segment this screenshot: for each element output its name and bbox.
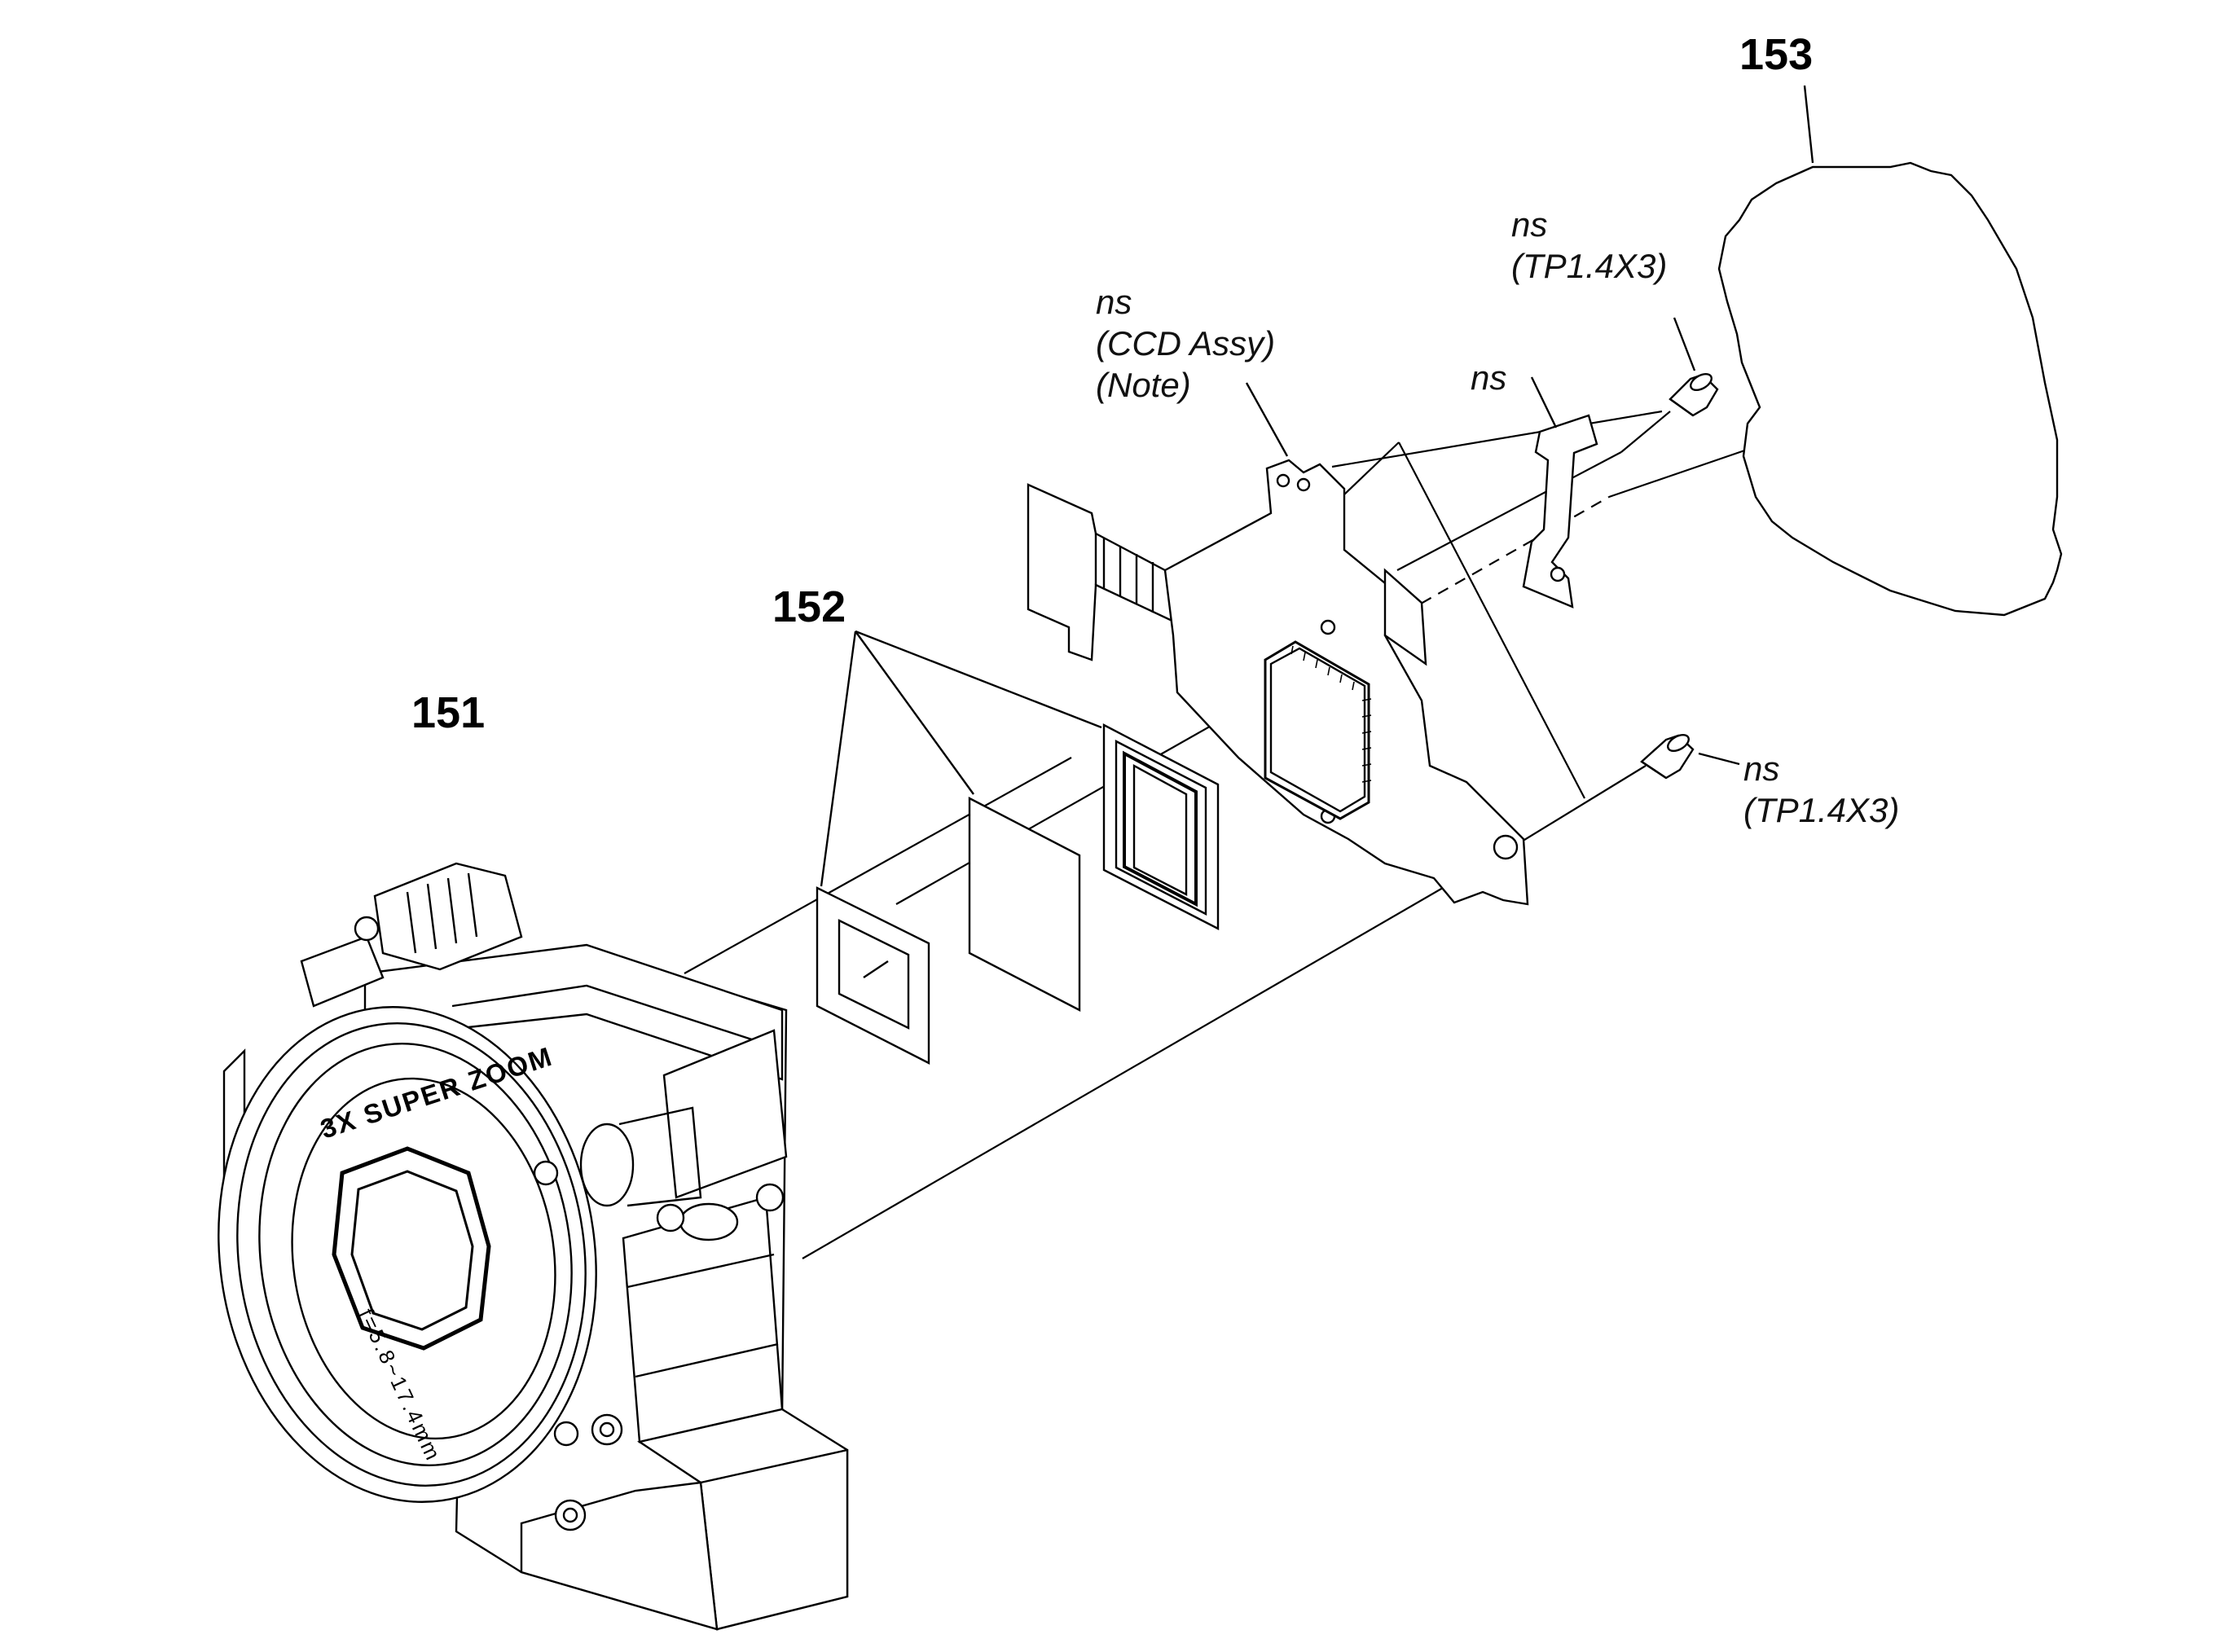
screw-bottom-label: ns (TP1.4X3) xyxy=(1743,748,1899,831)
screw-top-spec-text: (TP1.4X3) xyxy=(1511,247,1668,286)
seal-sheet-153 xyxy=(1719,86,2061,615)
ccd-name-text: (CCD Assy) xyxy=(1096,324,1276,363)
screw-bottom-spec-text: (TP1.4X3) xyxy=(1743,791,1900,830)
bracket-ns-text: ns xyxy=(1471,358,1507,397)
ccd-assy-label: ns (CCD Assy) (Note) xyxy=(1096,281,1275,406)
part-number-152: 152 xyxy=(772,582,846,631)
bracket xyxy=(1524,377,1597,607)
lens-unit-151 xyxy=(187,863,847,1629)
ccd-assy xyxy=(1028,383,1528,904)
bracket-label: ns xyxy=(1471,357,1506,398)
ccd-note-text: (Note) xyxy=(1096,366,1191,405)
screw-top xyxy=(1670,318,1717,415)
part-number-151: 151 xyxy=(411,688,486,737)
filter-set-152 xyxy=(817,631,1218,1063)
screw-bottom xyxy=(1642,732,1739,778)
screw-bottom-ns-text: ns xyxy=(1743,749,1780,788)
ccd-ns-text: ns xyxy=(1096,283,1132,321)
screw-top-label: ns (TP1.4X3) xyxy=(1511,204,1667,287)
part-number-153: 153 xyxy=(1739,30,1814,79)
screw-top-ns-text: ns xyxy=(1511,205,1548,244)
